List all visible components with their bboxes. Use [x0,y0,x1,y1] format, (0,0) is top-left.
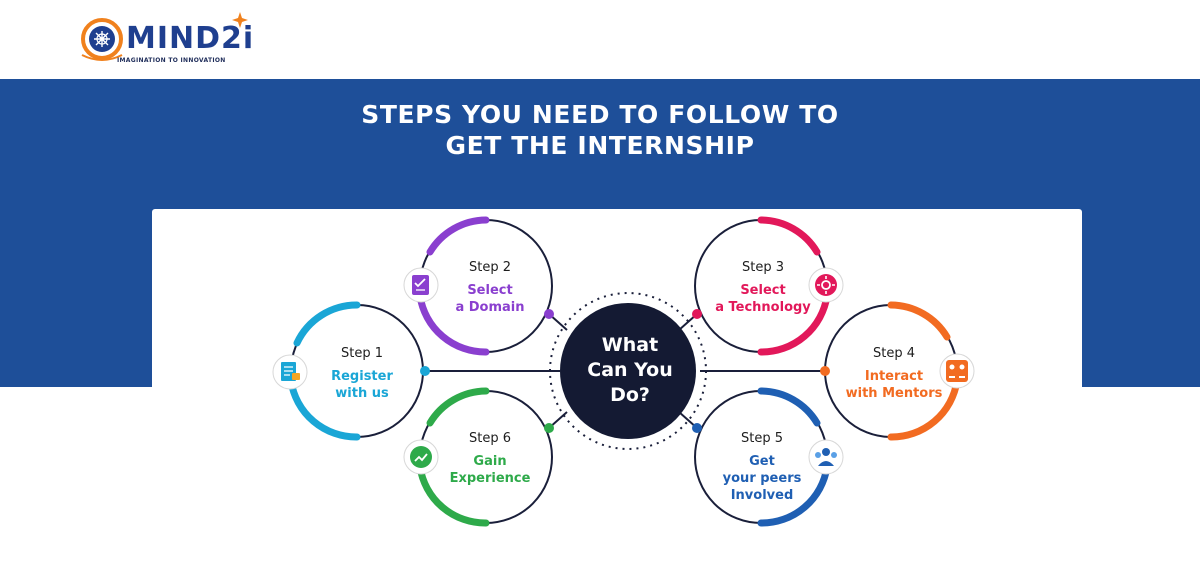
step-4-node[interactable] [820,301,975,441]
step-4-number: Step 4 [872,346,915,361]
center-dotted-ring [549,292,707,450]
step-5-text-3: Involved [730,488,794,503]
step-3-number: Step 3 [741,260,784,275]
step-6-label: Step 6 Gain Experience [431,430,549,487]
center-question: What Can You Do? [560,333,700,408]
step-2-node[interactable] [403,216,554,356]
step-2-text-2: a Domain [455,300,525,315]
checklist-hand-icon [403,267,439,303]
step-5-text-1: Get [749,454,775,469]
step-3-label: Step 3 Select a Technology [703,259,823,316]
step-1-node[interactable] [272,301,430,441]
step-4-text-2: with Mentors [845,386,943,401]
center-line-2: Can You [587,359,673,381]
step-1-text-1: Register [331,369,393,384]
page-title-line-1: STEPS YOU NEED TO FOLLOW TO [361,100,839,129]
center-line-1: What [601,334,659,356]
step-6-number: Step 6 [468,431,511,446]
experience-growth-icon [403,439,439,475]
step-3-text-2: a Technology [715,300,811,315]
header: MIND2i IMAGINATION TO INNOVATION [0,0,1200,79]
mind2i-logo[interactable]: MIND2i IMAGINATION TO INNOVATION [80,10,253,68]
step-5-text-2: your peers [722,471,802,486]
step-3-text-1: Select [740,283,786,298]
technology-gear-icon [808,267,844,303]
document-register-icon [272,354,308,390]
logo-tagline: IMAGINATION TO INNOVATION [117,57,226,64]
center-circle [560,303,696,439]
logo-wordmark: MIND2i [126,21,255,56]
sparkle-icon [232,12,248,28]
page-title: STEPS YOU NEED TO FOLLOW TO GET THE INTE… [0,99,1200,161]
step-1-text-2: with us [335,386,389,401]
step-3-node[interactable] [692,216,844,356]
step-2-number: Step 2 [468,260,511,275]
step-4-label: Step 4 Interact with Mentors [834,345,954,402]
center-line-3: Do? [610,384,650,406]
step-5-number: Step 5 [740,431,783,446]
step-2-text-1: Select [467,283,513,298]
step-5-label: Step 5 Get your peers Involved [702,430,822,504]
page-title-line-2: GET THE INTERNSHIP [445,131,755,160]
mentors-interaction-icon [939,353,975,389]
step-1-label: Step 1 Register with us [303,345,421,402]
brain-globe-icon [81,18,123,61]
step-6-text-1: Gain [473,454,507,469]
peers-group-icon [808,439,844,475]
step-2-label: Step 2 Select a Domain [431,259,549,316]
step-1-number: Step 1 [340,346,383,361]
step-5-node[interactable] [692,387,844,527]
step-6-text-2: Experience [449,471,531,486]
step-6-node[interactable] [403,387,554,527]
step-4-text-1: Interact [864,369,924,384]
